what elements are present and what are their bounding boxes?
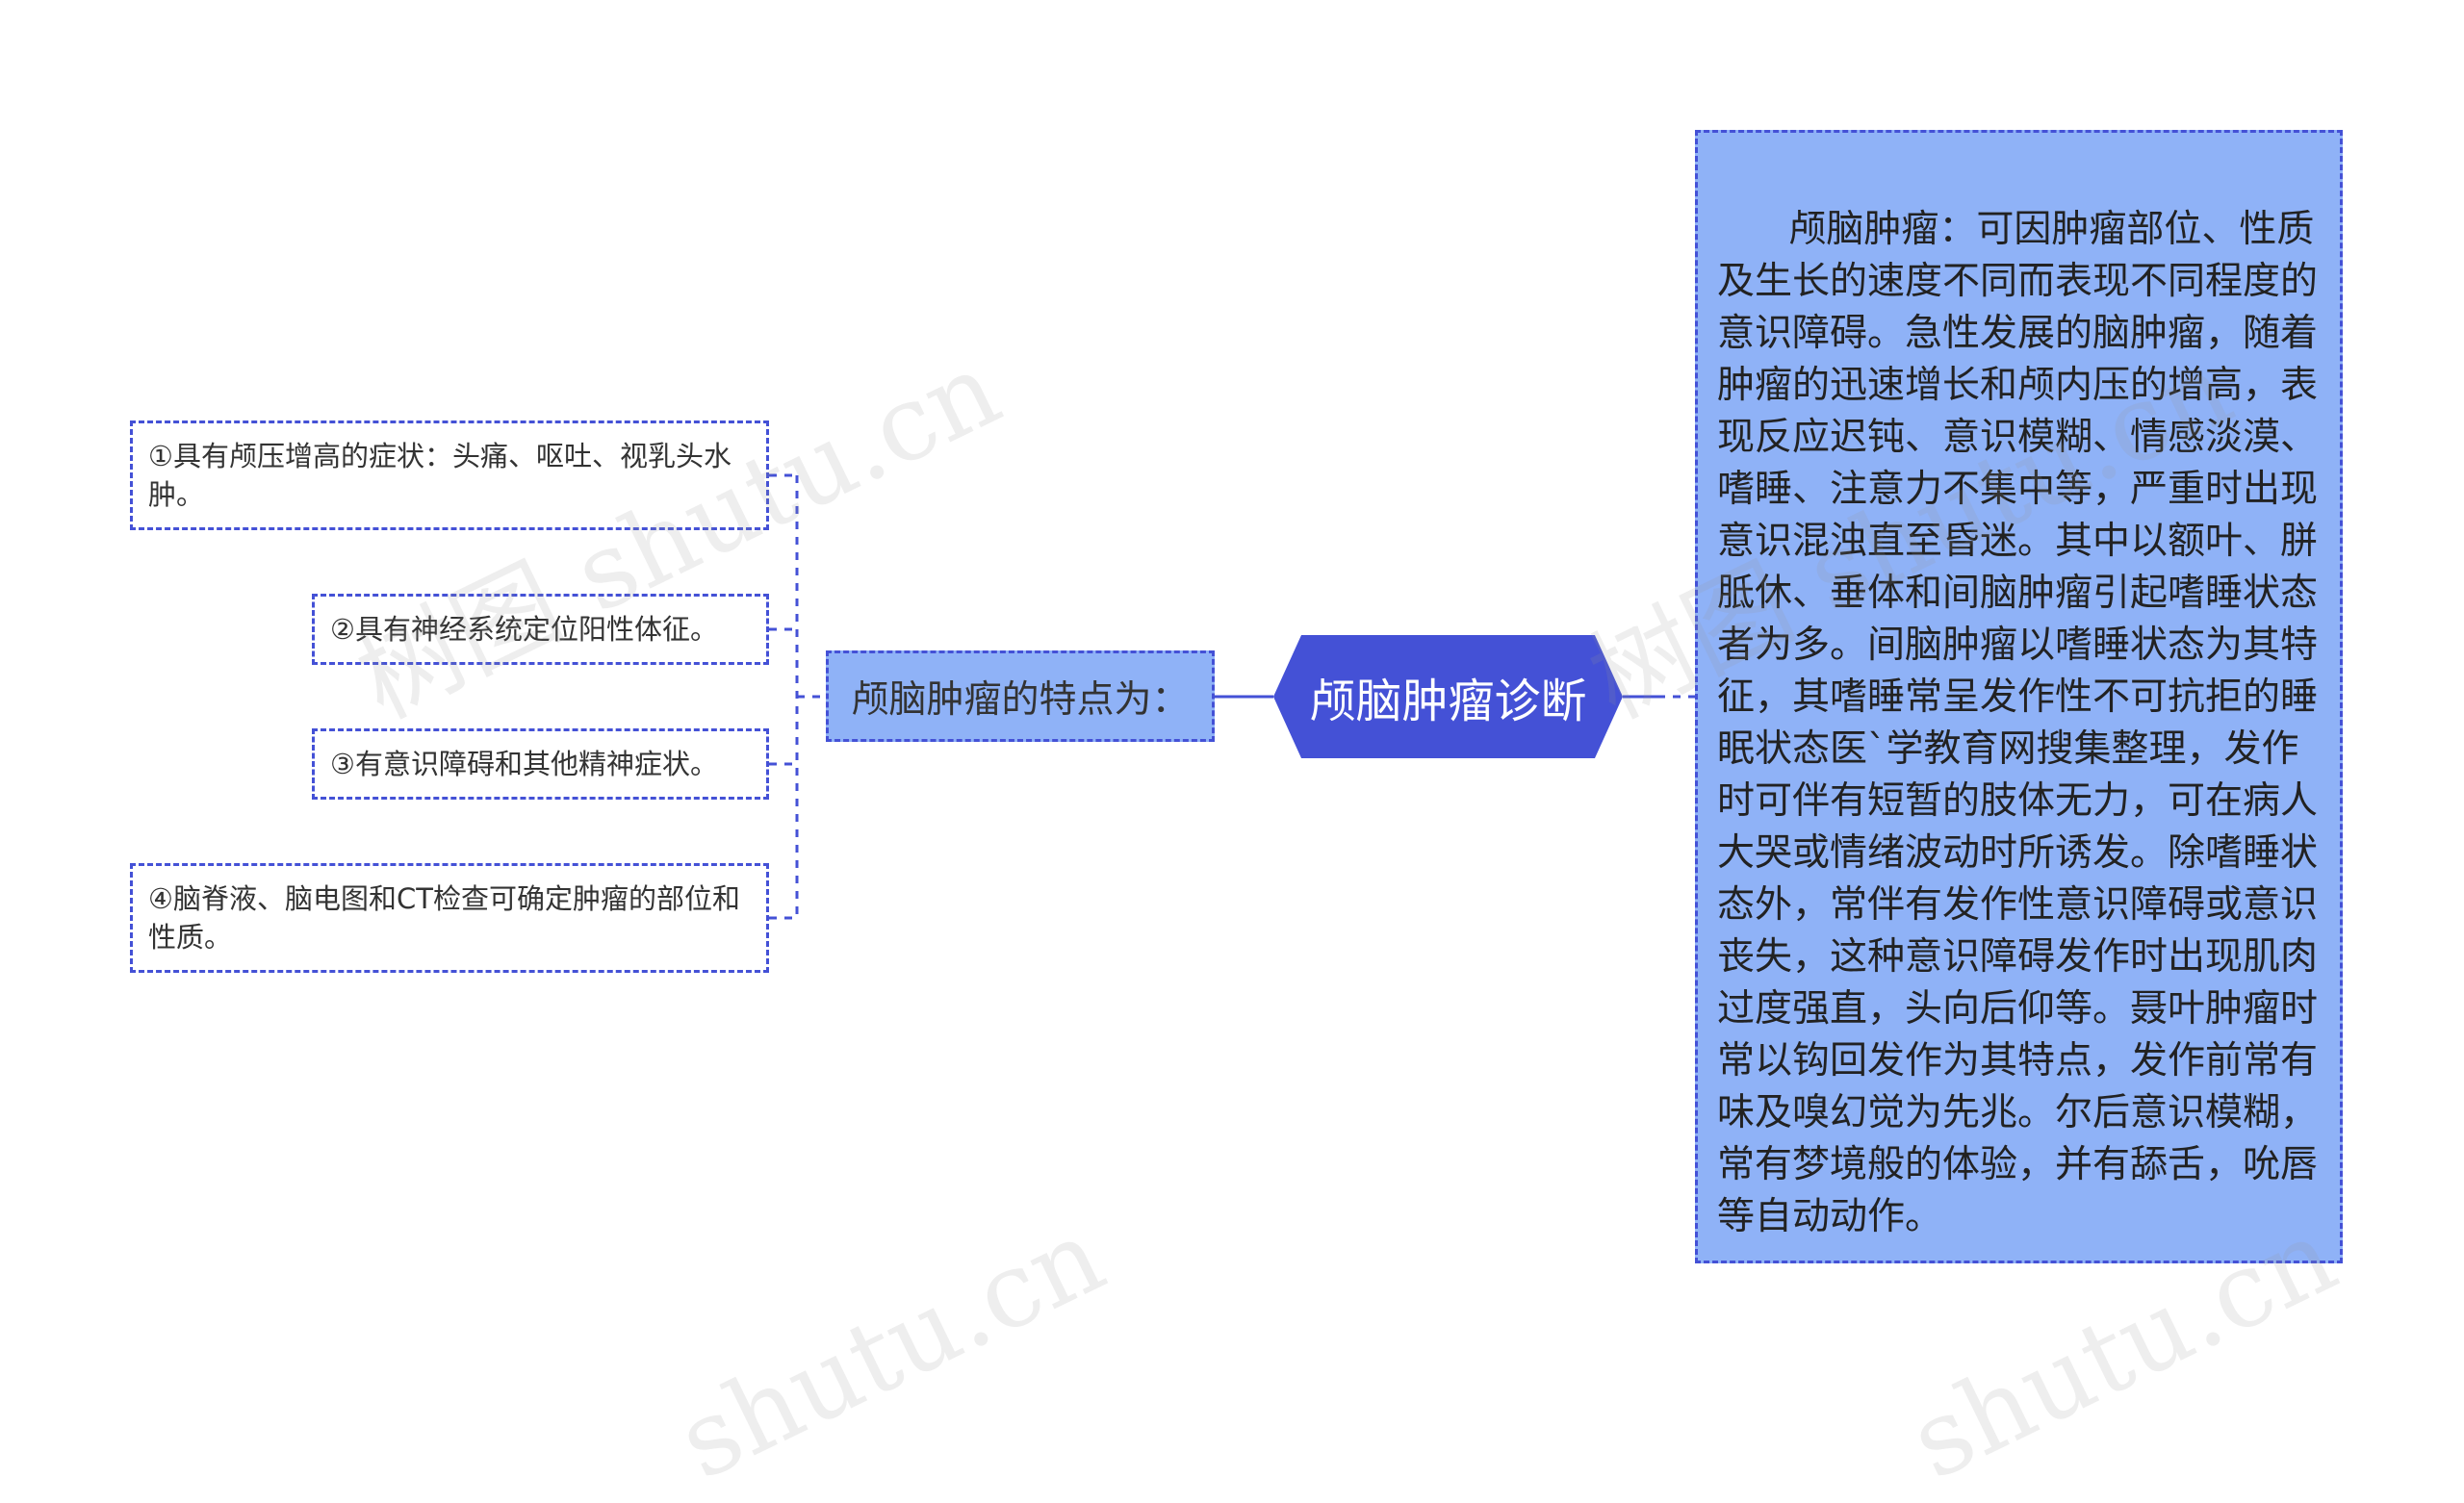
leaf-node-1[interactable]: ①具有颅压增高的症状：头痛、呕吐、视乳头水肿。 — [130, 420, 769, 530]
connector-lines — [769, 473, 1695, 920]
detail-node[interactable]: 颅脑肿瘤：可因肿瘤部位、性质及生长的速度不同而表现不同程度的意识障碍。急性发展的… — [1695, 130, 2343, 1263]
leaf-node-label: ②具有神经系统定位阳性体征。 — [330, 613, 718, 646]
branch-node[interactable]: 颅脑肿瘤的特点为： — [826, 650, 1215, 742]
leaf-node-3[interactable]: ③有意识障碍和其他精神症状。 — [312, 728, 769, 800]
center-node[interactable]: 颅脑肿瘤诊断 — [1273, 635, 1623, 758]
detail-node-text: 颅脑肿瘤：可因肿瘤部位、性质及生长的速度不同而表现不同程度的意识障碍。急性发展的… — [1717, 208, 2319, 1238]
leaf-node-label: ③有意识障碍和其他精神症状。 — [330, 748, 718, 780]
leaf-node-4[interactable]: ④脑脊液、脑电图和CT检查可确定肿瘤的部位和性质。 — [130, 863, 769, 973]
branch-node-label: 颅脑肿瘤的特点为： — [851, 677, 1190, 722]
leaf-node-2[interactable]: ②具有神经系统定位阳性体征。 — [312, 594, 769, 665]
leaf-node-label: ①具有颅压增高的症状：头痛、呕吐、视乳头水肿。 — [148, 440, 732, 511]
center-node-label: 颅脑肿瘤诊断 — [1309, 675, 1587, 728]
leaf-node-label: ④脑脊液、脑电图和CT检查可确定肿瘤的部位和性质。 — [148, 882, 740, 954]
